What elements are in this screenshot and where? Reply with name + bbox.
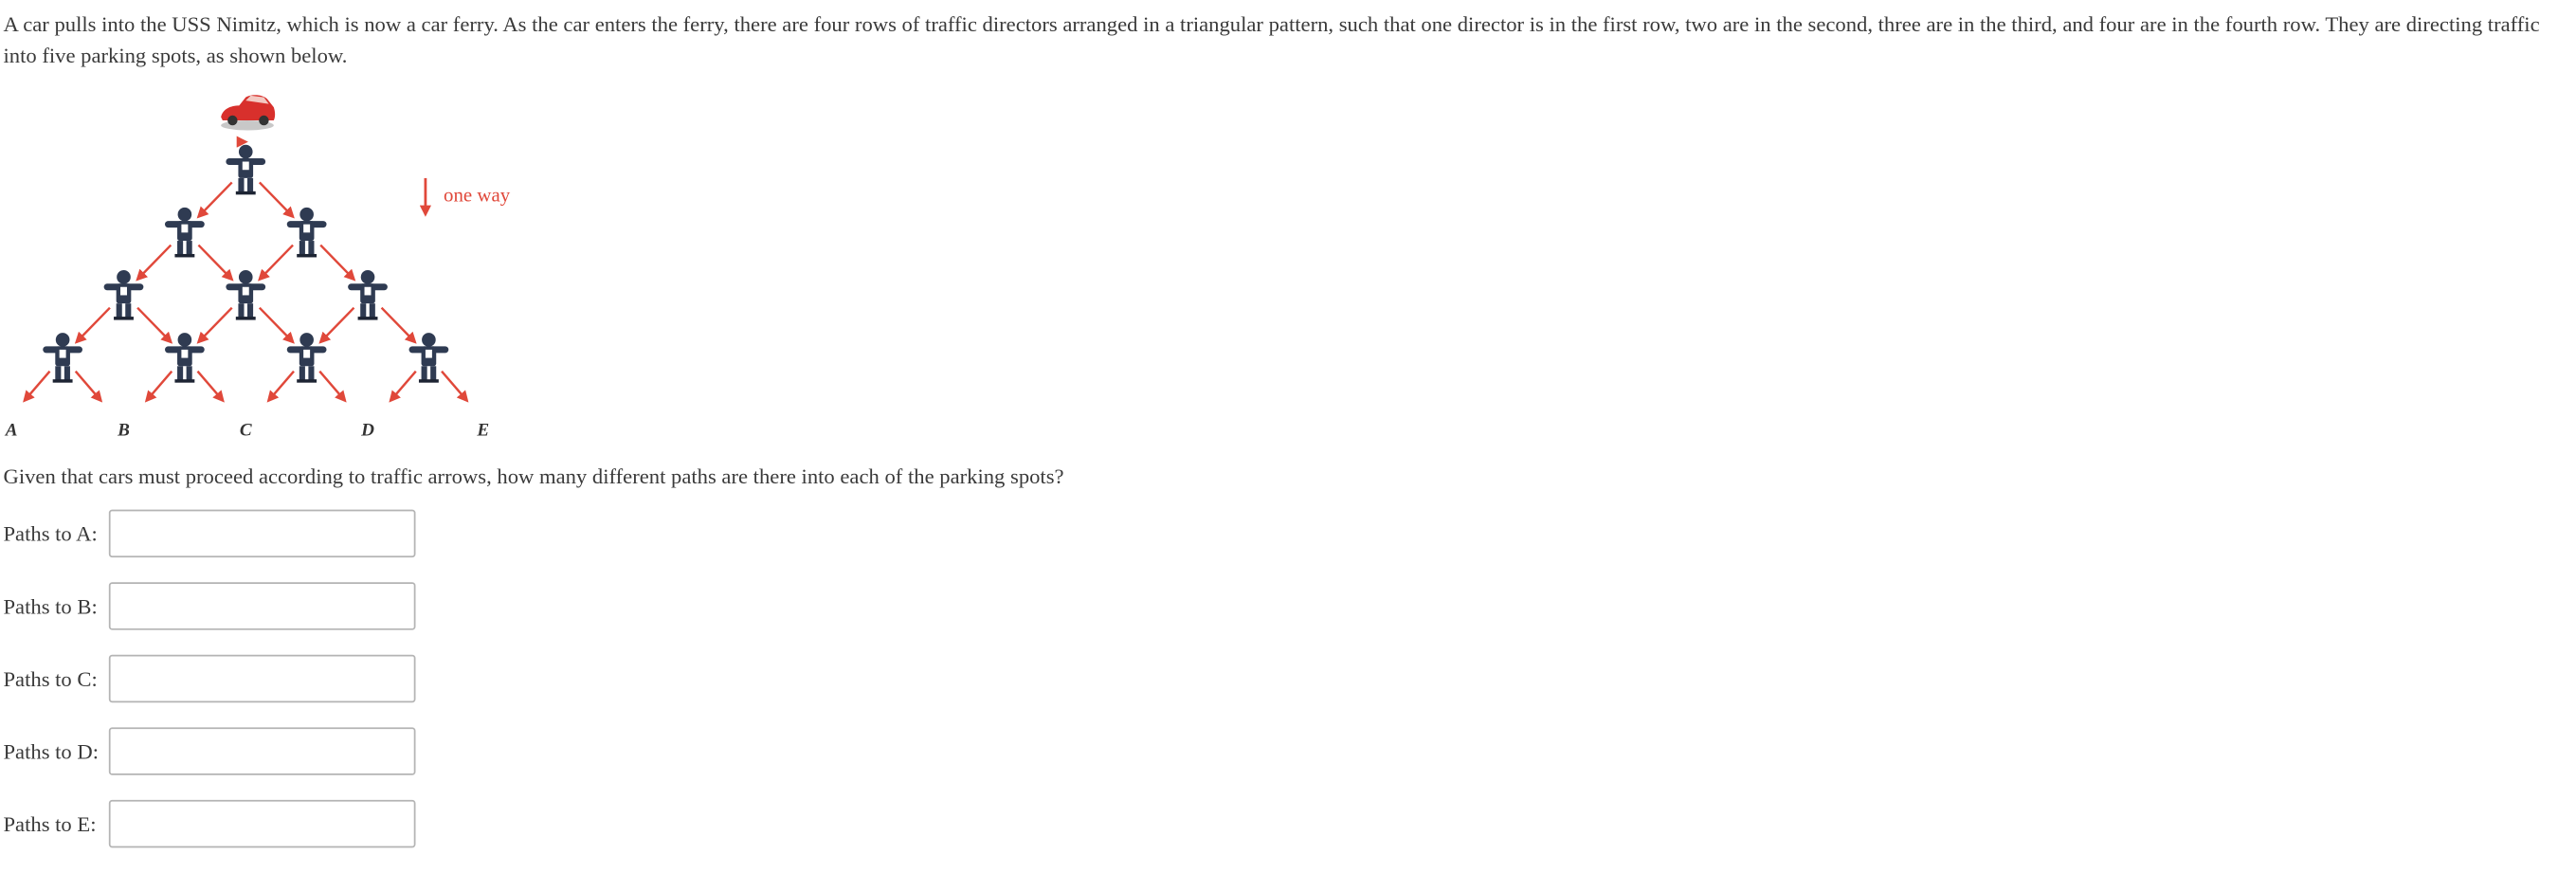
traffic-director-icon bbox=[226, 270, 266, 320]
direction-arrow-icon bbox=[258, 244, 294, 282]
paths-to-e-input[interactable] bbox=[108, 799, 416, 848]
direction-arrow-icon bbox=[196, 370, 225, 403]
traffic-director-icon bbox=[103, 270, 144, 320]
direction-arrow-icon bbox=[74, 370, 103, 403]
parking-spot-c-label: C bbox=[240, 420, 252, 438]
arrows-layer bbox=[23, 181, 469, 403]
traffic-director-icon bbox=[165, 207, 205, 258]
paths-to-b-input[interactable] bbox=[108, 582, 416, 630]
direction-arrow-icon bbox=[318, 306, 355, 344]
directors-layer bbox=[43, 144, 449, 383]
direction-arrow-icon bbox=[74, 306, 111, 344]
parking-spot-a-label: A bbox=[5, 420, 18, 438]
paths-to-a-label: Paths to A: bbox=[3, 520, 98, 546]
traffic-director-icon bbox=[348, 270, 388, 320]
direction-arrow-icon bbox=[136, 244, 172, 282]
direction-arrow-icon bbox=[389, 370, 417, 403]
direction-arrow-icon bbox=[258, 181, 295, 219]
traffic-director-diagram: one way A B C D E bbox=[5, 95, 511, 439]
direction-arrow-icon bbox=[266, 370, 295, 403]
car-icon bbox=[221, 95, 276, 131]
parking-spot-e-label: E bbox=[476, 420, 489, 438]
traffic-director-icon bbox=[408, 333, 449, 383]
direction-arrow-icon bbox=[196, 306, 233, 344]
traffic-director-icon bbox=[43, 333, 82, 383]
paths-to-d-input[interactable] bbox=[108, 727, 416, 775]
paths-to-d-label: Paths to D: bbox=[3, 738, 100, 764]
parking-spot-d-label: D bbox=[360, 420, 374, 438]
paths-to-c-input[interactable] bbox=[108, 654, 416, 703]
one-way-label: one way bbox=[444, 183, 511, 206]
paths-to-c-label: Paths to C: bbox=[3, 665, 98, 692]
direction-arrow-icon bbox=[23, 370, 51, 403]
direction-arrow-icon bbox=[258, 306, 295, 344]
paths-to-e-label: Paths to E: bbox=[3, 811, 97, 837]
parking-spot-labels: A B C D E bbox=[5, 420, 489, 438]
traffic-director-icon bbox=[286, 207, 327, 258]
direction-arrow-icon bbox=[136, 306, 173, 344]
question-text: Given that cars must proceed according t… bbox=[3, 463, 1064, 489]
direction-arrow-icon bbox=[196, 181, 233, 219]
direction-arrow-icon bbox=[319, 244, 356, 282]
problem-intro: A car pulls into the USS Nimitz, which i… bbox=[3, 11, 2540, 68]
direction-arrow-icon bbox=[318, 370, 347, 403]
paths-to-a-input[interactable] bbox=[108, 509, 416, 558]
traffic-director-icon bbox=[286, 333, 327, 383]
direction-arrow-icon bbox=[441, 370, 469, 403]
traffic-director-icon bbox=[165, 333, 205, 383]
direction-arrow-icon bbox=[144, 370, 173, 403]
parking-spot-b-label: B bbox=[117, 420, 130, 438]
paths-to-b-label: Paths to B: bbox=[3, 593, 98, 619]
direction-arrow-icon bbox=[380, 306, 417, 344]
traffic-director-icon bbox=[226, 144, 266, 195]
direction-arrow-icon bbox=[197, 244, 234, 282]
